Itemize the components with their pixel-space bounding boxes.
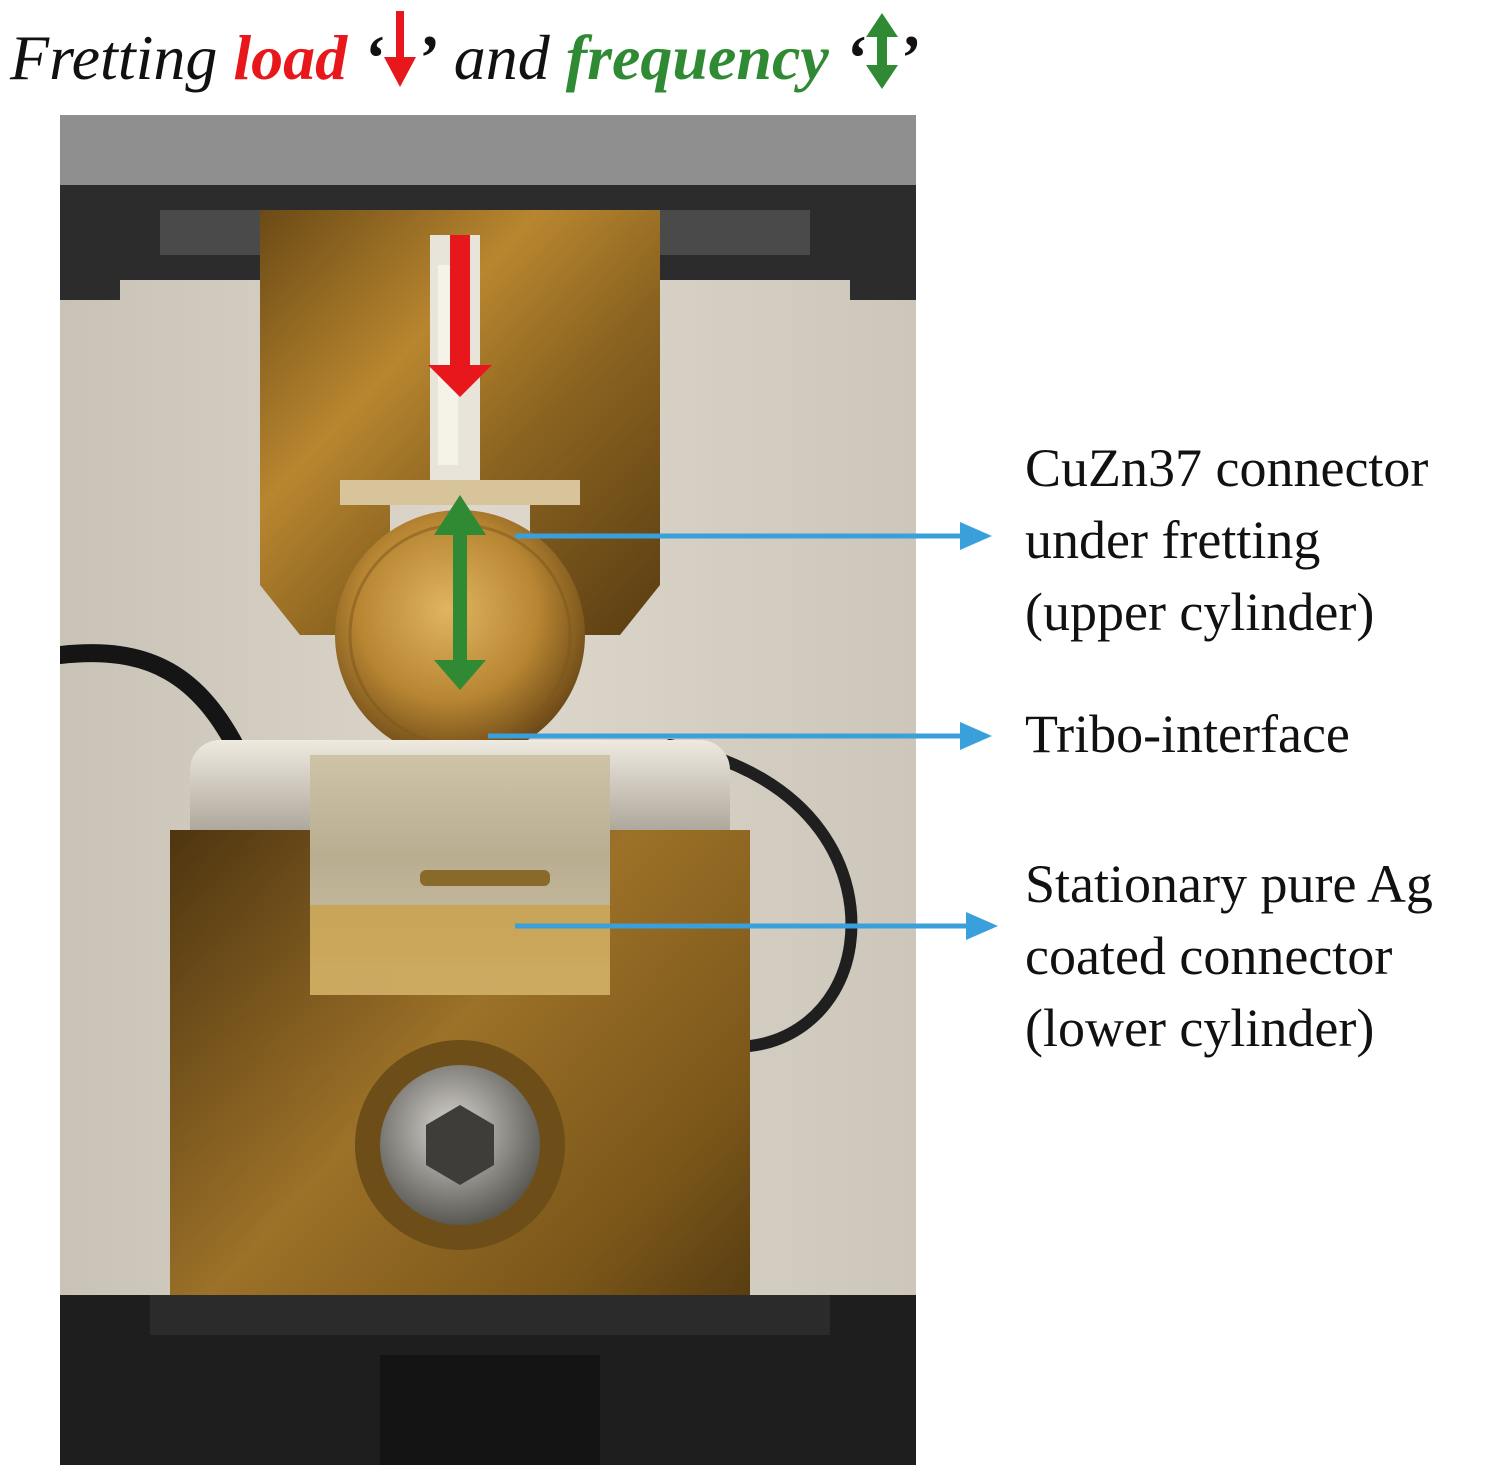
label-lower-cylinder: Stationary pure Ag coated connector (low… bbox=[1025, 848, 1433, 1064]
title-load-quote-open: ‘ bbox=[347, 22, 385, 93]
pointer-arrow-tribo-interface bbox=[488, 722, 992, 750]
arrow-down-icon bbox=[382, 10, 418, 118]
label-line: Stationary pure Ag bbox=[1025, 854, 1433, 914]
test-rig-illustration bbox=[60, 115, 916, 1465]
label-line: (upper cylinder) bbox=[1025, 582, 1375, 642]
title-frequency-quote-close: ’ bbox=[898, 22, 920, 93]
title-prefix: Fretting bbox=[10, 22, 234, 93]
label-line: under fretting bbox=[1025, 510, 1321, 570]
label-line: CuZn37 connector bbox=[1025, 438, 1429, 498]
title-load-quote-close: ’ bbox=[416, 22, 438, 93]
label-tribo-interface: Tribo-interface bbox=[1025, 698, 1350, 770]
label-line: coated connector bbox=[1025, 926, 1393, 986]
title-load-word: load bbox=[233, 22, 348, 93]
title-frequency-word: frequency bbox=[565, 22, 829, 93]
pointer-arrow-upper-cylinder bbox=[515, 522, 992, 550]
test-rig-photo bbox=[60, 115, 916, 1465]
arrow-updown-icon bbox=[864, 11, 900, 118]
label-upper-cylinder: CuZn37 connector under fretting (upper c… bbox=[1025, 432, 1428, 648]
figure-title: Fretting load ‘ ’ and frequency ‘ ’ bbox=[10, 10, 1010, 110]
pointer-arrow-lower-cylinder bbox=[515, 912, 998, 940]
label-line: (lower cylinder) bbox=[1025, 998, 1375, 1058]
title-frequency-quote-open: ‘ bbox=[828, 22, 867, 93]
title-middle: and bbox=[437, 22, 566, 93]
label-line: Tribo-interface bbox=[1025, 704, 1350, 764]
